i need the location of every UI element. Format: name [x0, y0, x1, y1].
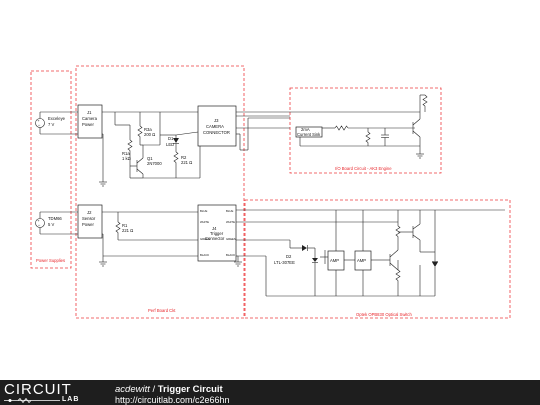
svg-text:GREEN: GREEN — [200, 237, 210, 241]
svg-text:AMP: AMP — [357, 258, 366, 263]
power-supplies-label: Power Supplies — [36, 258, 65, 263]
r3a-resistor — [137, 125, 143, 137]
io-transistor — [412, 112, 421, 146]
svg-text:BLACK: BLACK — [200, 253, 209, 257]
svg-text:2mA: 2mA — [301, 127, 310, 132]
svg-text:J1: J1 — [87, 110, 92, 115]
footer-bar — [0, 380, 540, 405]
optek-label: Optek OPB830 Optical Switch — [356, 312, 413, 317]
ground-symbol — [99, 181, 107, 187]
svg-text:R2: R2 — [181, 155, 187, 160]
svg-text:Trigger: Trigger — [210, 231, 224, 236]
optek-resistor-2 — [395, 269, 401, 281]
svg-text:R3a: R3a — [144, 127, 152, 132]
footer-title: acdewitt / Trigger Circuit — [115, 384, 223, 395]
exceleye-name: Exceleye — [48, 116, 66, 121]
svg-text:LTL-307EE: LTL-307EE — [274, 260, 295, 265]
io-board-region — [289, 87, 442, 174]
perfboard-region — [75, 65, 245, 319]
j4-pin-labels: BLUE WHITE GREEN BLACK BLUE WHITE GREEN … — [200, 209, 236, 257]
svg-text:200 Ω: 200 Ω — [144, 132, 155, 137]
svg-text:Sensor: Sensor — [82, 216, 96, 221]
optek-transistor-2 — [412, 223, 421, 241]
j3-connector: J3 CAMERA CONNECTOR — [197, 105, 237, 147]
tdm-source: + − TDM66 5 V — [35, 211, 78, 235]
optek-region — [244, 199, 511, 319]
exceleye-voltage: 7 V — [48, 122, 54, 127]
optek-transistor-1 — [389, 249, 399, 271]
svg-text:221 Ω: 221 Ω — [181, 160, 192, 165]
svg-text:−: − — [38, 123, 41, 128]
svg-text:221 Ω: 221 Ω — [122, 228, 133, 233]
svg-text:WHITE: WHITE — [226, 220, 235, 224]
io-pullup-resistor — [422, 94, 428, 107]
r1a-resistor — [127, 139, 133, 151]
svg-text:CONNECTOR: CONNECTOR — [203, 130, 230, 135]
svg-text:AMP: AMP — [330, 258, 339, 263]
j1-connector: J1 Camera Power — [77, 104, 103, 139]
amp-2: AMP — [354, 250, 372, 271]
svg-text:Camera: Camera — [82, 116, 98, 121]
phototransistor-diode — [312, 258, 318, 262]
svg-text:+: + — [37, 218, 40, 223]
svg-text:D1: D1 — [168, 136, 174, 141]
q1-transistor — [136, 144, 144, 178]
circuit-title: Trigger Circuit — [157, 384, 223, 395]
svg-text:Power: Power — [82, 222, 94, 227]
circuitlab-logo[interactable]: CIRCUIT — [4, 381, 72, 398]
io-board-label: I/O Board Circuit - AK3 Engine — [335, 166, 392, 171]
amp-1: AMP — [327, 250, 345, 271]
svg-text:LED: LED — [166, 142, 174, 147]
r2-resistor — [173, 151, 179, 163]
io-series-resistor — [334, 125, 349, 131]
svg-text:Connector: Connector — [205, 236, 225, 241]
j2-connector: J2 Sensor Power — [77, 204, 103, 239]
logo-wire-icon — [4, 398, 60, 403]
svg-text:J3: J3 — [214, 118, 219, 123]
d2-led — [302, 245, 308, 251]
author-name[interactable]: acdewitt — [115, 384, 150, 395]
svg-text:BLUE: BLUE — [200, 209, 207, 213]
svg-text:−: − — [38, 223, 41, 228]
j4-ground-symbol — [234, 261, 242, 267]
svg-text:BLUE: BLUE — [226, 209, 233, 213]
optek-resistor-1 — [395, 225, 401, 237]
svg-text:GREEN: GREEN — [226, 237, 236, 241]
schematic-diagram: Power Supplies Perf Board Ckt I/O Board … — [30, 65, 511, 319]
svg-text:BLACK: BLACK — [226, 253, 235, 257]
j2-ground-symbol — [99, 261, 107, 267]
svg-text:Q1: Q1 — [147, 156, 153, 161]
title-separator: / — [149, 384, 158, 395]
svg-text:J2: J2 — [87, 210, 92, 215]
tdm-name: TDM66 — [48, 216, 62, 221]
exceleye-source: + − Exceleye 7 V — [35, 111, 78, 135]
svg-text:2N7000: 2N7000 — [147, 161, 162, 166]
svg-text:1 kΩ: 1 kΩ — [122, 156, 131, 161]
svg-text:Current Sink: Current Sink — [297, 132, 321, 137]
svg-text:R1: R1 — [122, 223, 128, 228]
power-supplies-region — [30, 70, 72, 269]
svg-text:Power: Power — [82, 122, 94, 127]
optek-output-diode — [432, 262, 438, 267]
current-sink: 2mA Current Sink — [295, 126, 323, 138]
svg-text:CAMERA: CAMERA — [206, 124, 224, 129]
svg-text:+: + — [37, 118, 40, 123]
r1-resistor — [115, 221, 121, 233]
circuit-url-link[interactable]: http://circuitlab.com/c2e66hn — [115, 395, 230, 405]
j4-connector: J4 Trigger Connector — [197, 204, 237, 262]
svg-text:D2: D2 — [286, 254, 292, 259]
svg-text:R1a: R1a — [122, 151, 130, 156]
d1-led — [173, 138, 179, 143]
logo-lab-text: LAB — [62, 396, 80, 403]
perfboard-label: Perf Board Ckt — [148, 308, 176, 313]
svg-text:J4: J4 — [212, 226, 217, 231]
svg-text:WHITE: WHITE — [200, 220, 209, 224]
io-ground-symbol — [416, 153, 424, 159]
io-shunt-resistor — [365, 131, 371, 143]
tdm-voltage: 5 V — [48, 222, 54, 227]
